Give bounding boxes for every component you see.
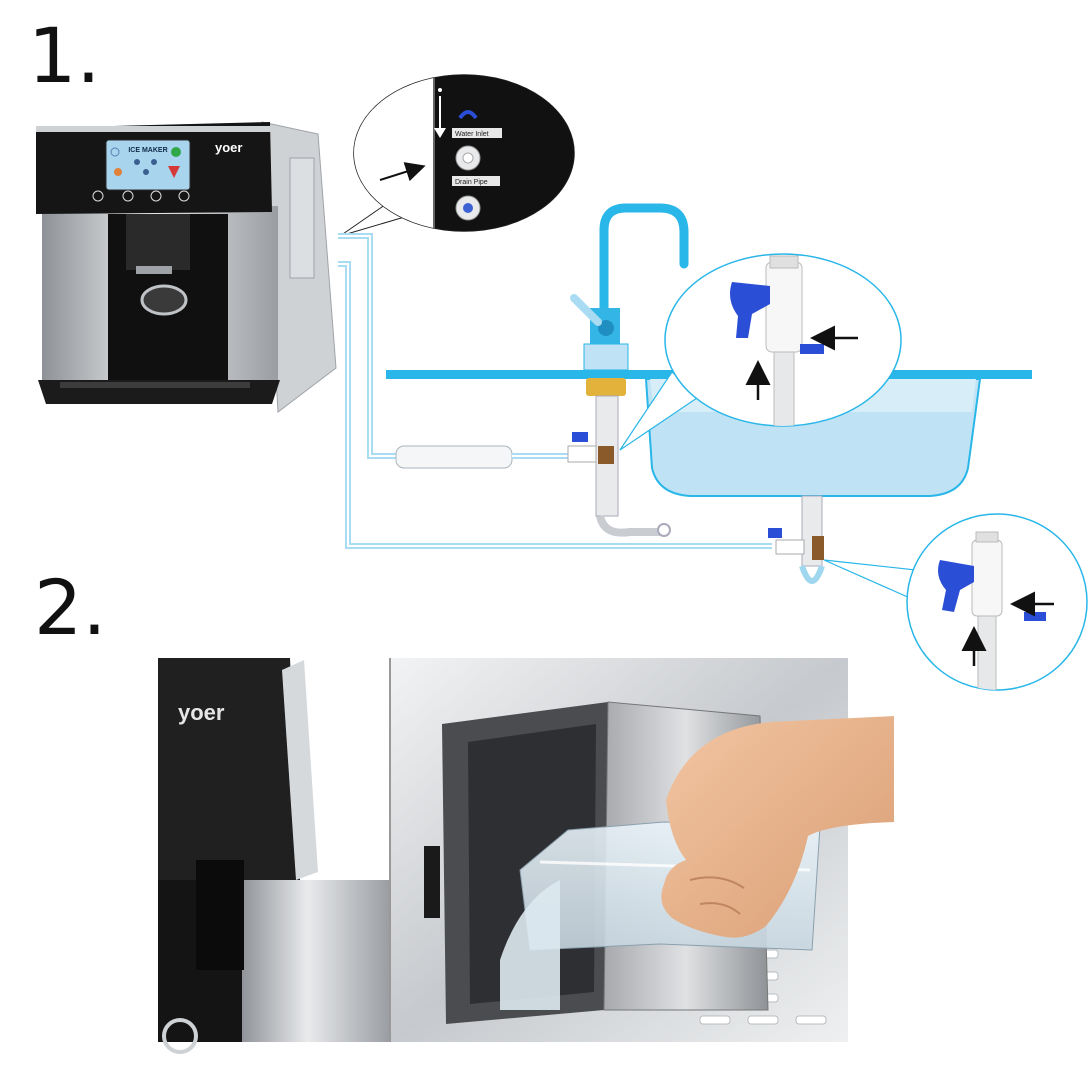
screen-title: ICE MAKER <box>128 147 167 154</box>
valve-icon <box>768 528 782 538</box>
arrow-icon <box>379 162 426 182</box>
drain-pipe-label: Drain Pipe <box>455 179 488 186</box>
step-1-number: 1. <box>28 11 101 100</box>
control-button <box>150 190 162 202</box>
control-button <box>92 190 104 202</box>
control-button <box>122 190 134 202</box>
step-2-photo: yoer <box>158 658 894 1054</box>
control-button <box>178 190 190 202</box>
hand-icon <box>661 716 894 938</box>
tap-icon <box>599 203 689 335</box>
photo-brand-label: yoer <box>178 700 225 725</box>
inlet-closeup-bubble: Water Inlet Drain Pipe <box>339 74 575 237</box>
step-2-number: 2. <box>34 563 107 652</box>
gold-nut <box>586 378 626 396</box>
valve-closeup-bubble-upper <box>619 253 902 451</box>
machine-brand-label: yoer <box>215 140 242 155</box>
valve-icon <box>572 432 588 442</box>
ice-maker-machine: ICE MAKER yoer <box>36 121 337 413</box>
valve-closeup-bubble-lower <box>823 513 1088 691</box>
water-inlet-label: Water Inlet <box>455 131 489 138</box>
